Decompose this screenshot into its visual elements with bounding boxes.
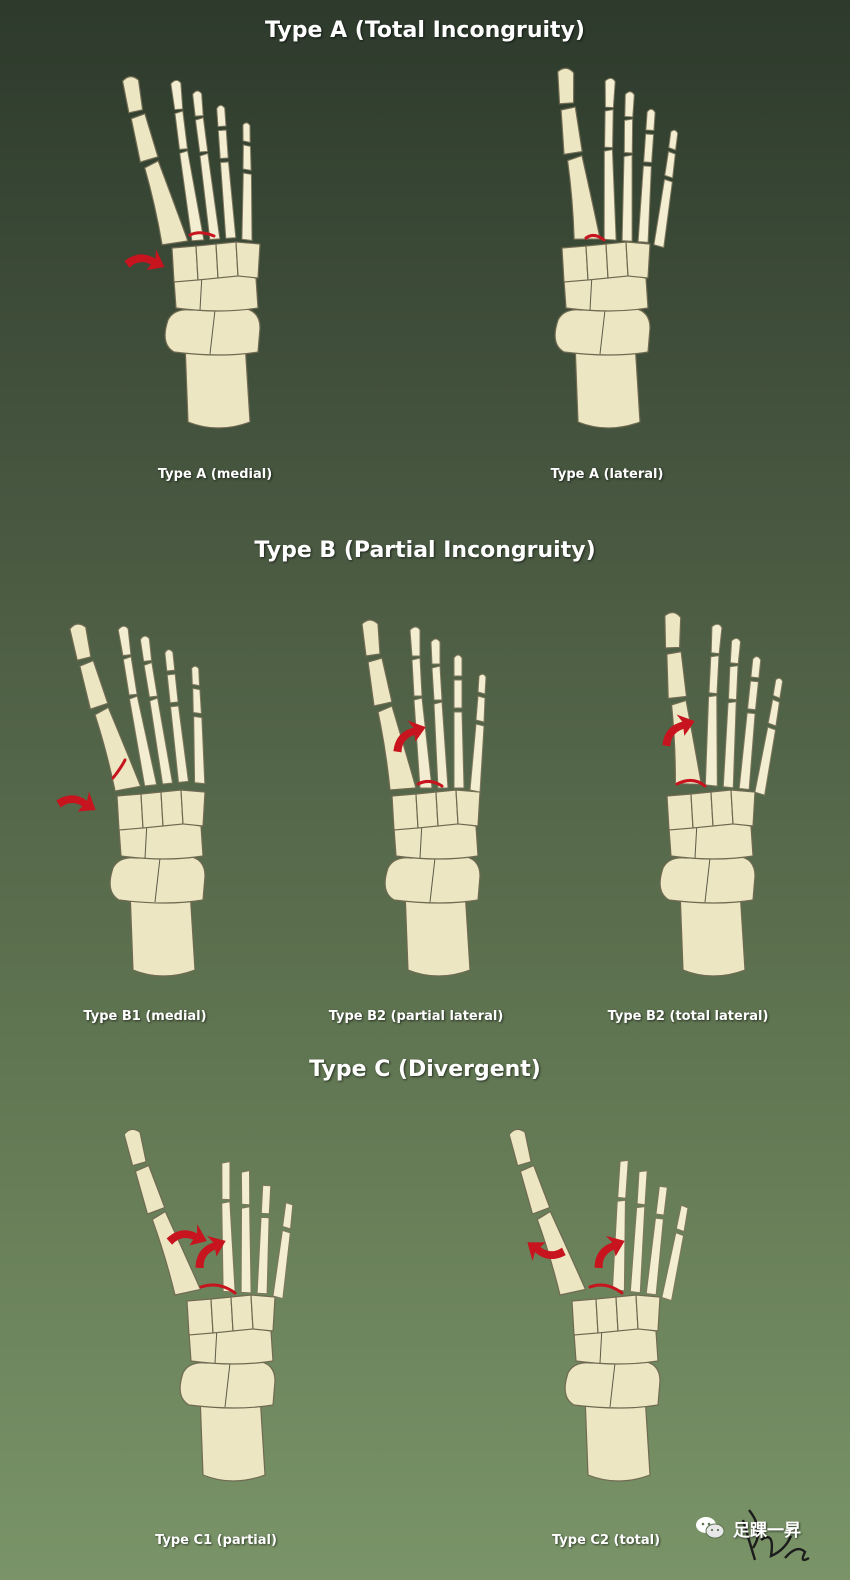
caption-type-b2-partial-lateral: Type B2 (partial lateral) [328, 1009, 504, 1024]
section-title-type-a: Type A (Total Incongruity) [265, 18, 585, 43]
caption-type-a-lateral: Type A (lateral) [550, 467, 664, 482]
caption-type-b1-medial: Type B1 (medial) [83, 1009, 207, 1024]
foot-type-a-lateral [545, 67, 683, 429]
watermark-text: 足踝一昇 [733, 1520, 801, 1541]
artist-signature [741, 1509, 810, 1562]
section-title-type-b: Type B (Partial Incongruity) [254, 538, 596, 563]
caption-type-b2-total-lateral: Type B2 (total lateral) [607, 1009, 769, 1024]
foot-type-a-medial [121, 67, 261, 429]
caption-type-c2-total: Type C2 (total) [551, 1533, 661, 1548]
caption-type-c1-partial: Type C1 (partial) [155, 1533, 277, 1548]
foot-type-c2-total [510, 1128, 689, 1482]
wechat-icon [696, 1517, 725, 1539]
foot-type-b2-total-lateral [646, 611, 790, 977]
foot-type-b1-medial [55, 611, 212, 977]
wechat-watermark: 足踝一昇 [695, 1515, 801, 1541]
section-title-type-c: Type C (Divergent) [309, 1057, 541, 1082]
foot-type-b2-partial-lateral [361, 619, 487, 977]
foot-type-c1-partial [125, 1128, 294, 1482]
caption-type-a-medial: Type A (medial) [157, 467, 273, 482]
displacement-arrow-icon [123, 241, 169, 279]
displacement-arrow-icon [55, 782, 101, 821]
